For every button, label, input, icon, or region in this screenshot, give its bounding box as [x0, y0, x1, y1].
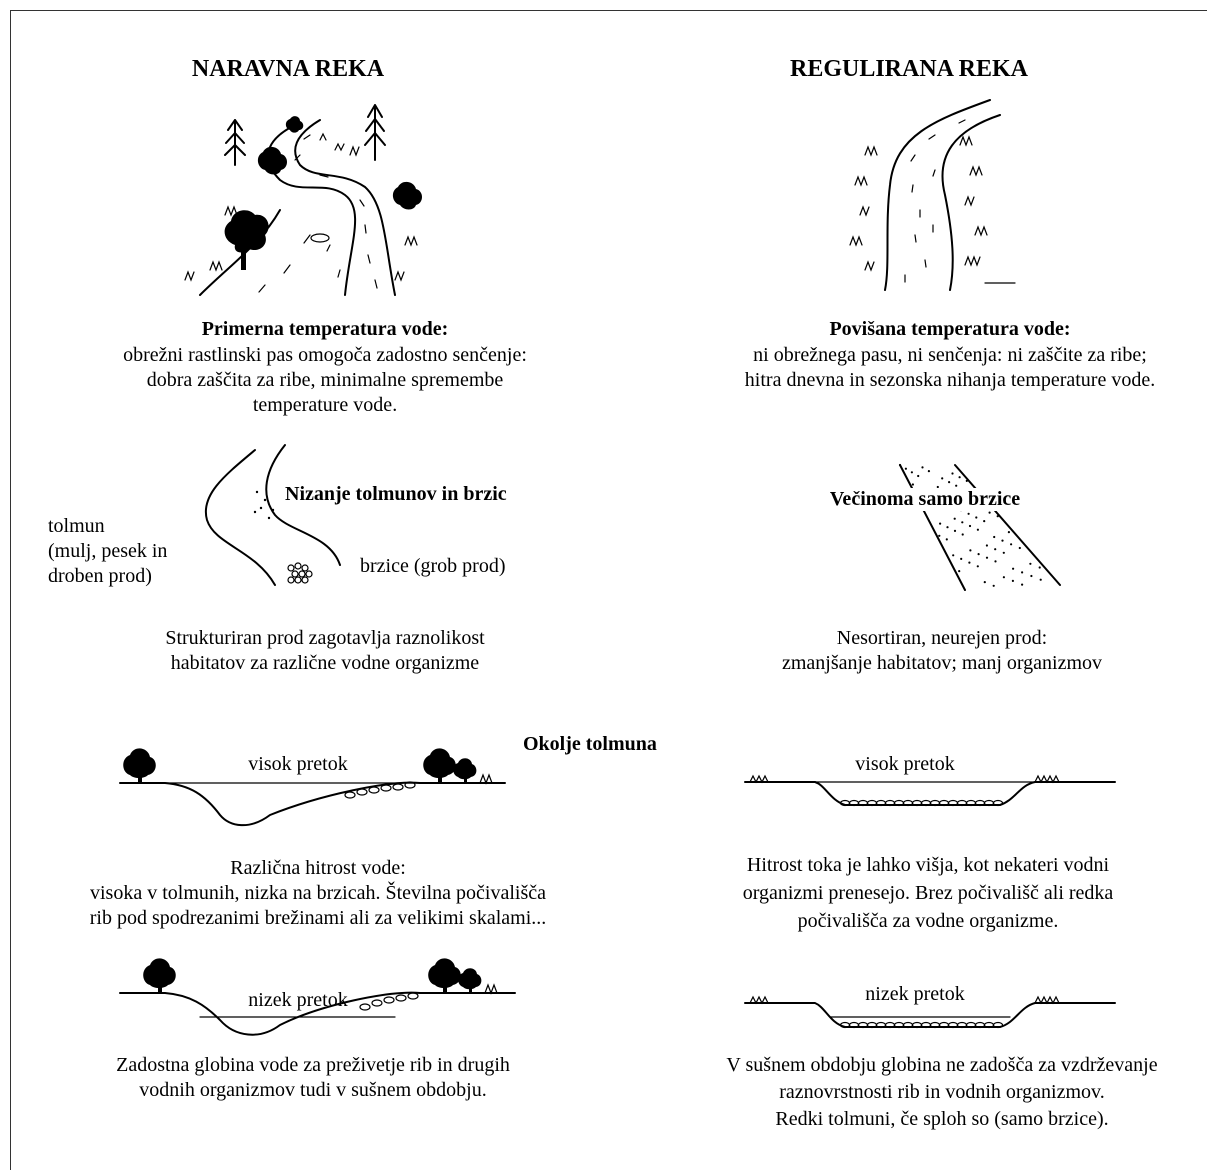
natural-velocity-line-3: rib pod spodrezanimi brežinami ali za ve… — [89, 907, 547, 929]
regulated-high-flow-cross-section — [744, 774, 1116, 807]
regulated-velocity-line-1: Hitrost toka je lahko višja, kot nekater… — [746, 854, 1110, 876]
regulated-substrate-line-2: zmanjšanje habitatov; manj organizmov — [781, 652, 1103, 674]
natural-temperature-line-3: temperature vode. — [252, 394, 398, 416]
natural-river-illustration — [184, 104, 422, 296]
regulated-high-flow-label: visok pretok — [855, 753, 955, 775]
pool-label-line-3: droben prod) — [48, 565, 152, 587]
natural-high-flow-label: visok pretok — [248, 753, 348, 775]
regulated-depth-line-2: raznovrstnosti rib in vodnih organizmov. — [779, 1081, 1105, 1103]
pool-label-line-2: (mulj, pesek in — [48, 540, 168, 562]
pool-riffle-sketch — [204, 444, 341, 586]
natural-substrate-line-1: Strukturiran prod zagotavlja raznolikost — [165, 627, 485, 649]
natural-depth-line-1: Zadostna globina vode za preživetje rib … — [116, 1054, 510, 1076]
riffles-only-sketch — [898, 463, 1061, 591]
natural-velocity-line-2: visoka v tolmunih, nizka na brzicah. Šte… — [90, 882, 546, 904]
regulated-sequence-title: Večinoma samo brzice — [827, 488, 1023, 511]
regulated-velocity-line-2: organizmi prenesejo. Brez počivališč ali… — [742, 882, 1114, 904]
riffle-label: brzice (grob prod) — [360, 555, 506, 577]
regulated-velocity-line-3: počivališča za vodne organizme. — [797, 910, 1059, 932]
natural-temperature-line-2: dobra zaščita za ribe, minimalne spremem… — [146, 369, 504, 391]
regulated-river-illustration — [849, 99, 1016, 291]
regulated-temperature-line-2: hitra dnevna in sezonska nihanja tempera… — [744, 369, 1156, 391]
natural-river-heading: NARAVNA REKA — [191, 56, 385, 82]
natural-low-flow-cross-section — [119, 958, 516, 1036]
natural-temperature-line-1: obrežni rastlinski pas omogoča zadostno … — [123, 344, 527, 366]
natural-velocity-line-1: Različna hitrost vode: — [230, 857, 406, 879]
regulated-temperature-line-1: ni obrežnega pasu, ni senčenja: ni zašči… — [753, 344, 1147, 366]
natural-high-flow-cross-section — [119, 748, 506, 827]
regulated-depth-line-1: V sušnem obdobju globina ne zadošča za v… — [726, 1054, 1158, 1076]
natural-sequence-title: Nizanje tolmunov in brzic — [285, 483, 507, 505]
natural-depth-line-2: vodnih organizmov tudi v sušnem obdobju. — [139, 1079, 487, 1101]
regulated-substrate-line-1: Nesortiran, neurejen prod: — [836, 627, 1048, 649]
figure-frame — [10, 10, 1207, 1170]
pool-environment-title: Okolje tolmuna — [523, 733, 657, 755]
regulated-depth-line-3: Redki tolmuni, če sploh so (samo brzice)… — [775, 1108, 1109, 1130]
pool-label-line-1: tolmun — [48, 515, 105, 537]
regulated-low-flow-label: nizek pretok — [865, 983, 965, 1005]
natural-low-flow-label: nizek pretok — [248, 989, 348, 1011]
natural-temperature-title: Primerna temperatura vode: — [201, 318, 449, 340]
natural-substrate-line-2: habitatov za različne vodne organizme — [170, 652, 480, 674]
regulated-temperature-title: Povišana temperatura vode: — [829, 318, 1071, 340]
regulated-river-heading: REGULIRANA REKA — [789, 56, 1029, 82]
regulated-low-flow-cross-section — [744, 995, 1116, 1029]
